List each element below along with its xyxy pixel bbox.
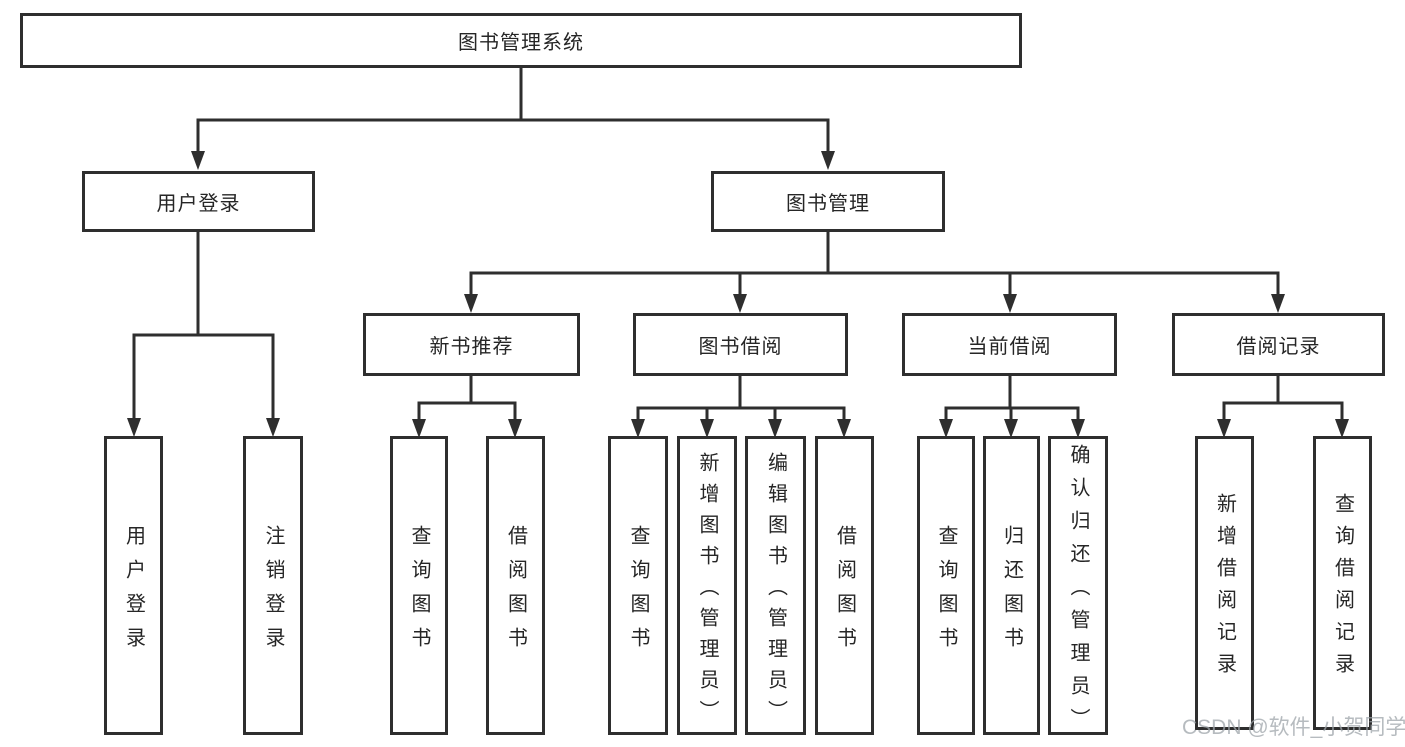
node-new-book-recommend: 新书推荐 (363, 313, 580, 376)
leaf-borrow-books: 借阅图书 (815, 436, 874, 735)
leaf-label: 用户登录 (122, 524, 145, 661)
leaf-add-books-admin: 新增图书（管理员） (677, 436, 737, 735)
leaf-label: 查询图书 (935, 524, 957, 661)
node-label: 借阅记录 (1236, 336, 1321, 358)
node-user-login: 用户登录 (82, 171, 315, 232)
leaf-add-borrow-record: 新增借阅记录 (1195, 436, 1254, 730)
leaf-user-login: 用户登录 (104, 436, 163, 735)
leaf-label: 查询图书 (408, 524, 430, 661)
leaf-label: 确认归还（管理员） (1067, 443, 1089, 741)
csdn-watermark: CSDN @软件_小贺同学 (1182, 716, 1405, 739)
leaf-return-books: 归还图书 (983, 436, 1040, 735)
node-label: 图书管理系统 (458, 32, 584, 54)
leaf-label: 归还图书 (1000, 524, 1023, 661)
node-library-management-system: 图书管理系统 (20, 13, 1022, 68)
leaf-edit-books-admin: 编辑图书（管理员） (745, 436, 806, 735)
node-label: 用户登录 (156, 193, 241, 215)
leaf-query-books-borrow: 查询图书 (608, 436, 668, 735)
leaf-label: 新增图书（管理员） (696, 451, 718, 731)
leaf-label: 借阅图书 (833, 524, 856, 661)
node-book-borrow: 图书借阅 (633, 313, 848, 376)
leaf-query-borrow-record: 查询借阅记录 (1313, 436, 1372, 730)
leaf-borrow-books-recommend: 借阅图书 (486, 436, 545, 735)
node-label: 新书推荐 (429, 336, 514, 358)
leaf-label: 编辑图书（管理员） (764, 451, 787, 731)
leaf-label: 查询图书 (627, 524, 649, 661)
node-label: 图书借阅 (698, 336, 783, 358)
node-current-borrow: 当前借阅 (902, 313, 1117, 376)
node-label: 当前借阅 (967, 336, 1052, 358)
node-label: 图书管理 (786, 193, 870, 215)
leaf-label: 借阅图书 (504, 524, 527, 661)
node-book-management: 图书管理 (711, 171, 945, 232)
leaf-logout: 注销登录 (243, 436, 303, 735)
leaf-query-books-current: 查询图书 (917, 436, 975, 735)
leaf-confirm-return-admin: 确认归还（管理员） (1048, 436, 1108, 741)
leaf-query-books-recommend: 查询图书 (390, 436, 448, 735)
leaf-label: 新增借阅记录 (1213, 493, 1236, 685)
leaf-label: 注销登录 (262, 524, 284, 661)
leaf-label: 查询借阅记录 (1331, 493, 1354, 685)
node-borrow-records: 借阅记录 (1172, 313, 1385, 376)
